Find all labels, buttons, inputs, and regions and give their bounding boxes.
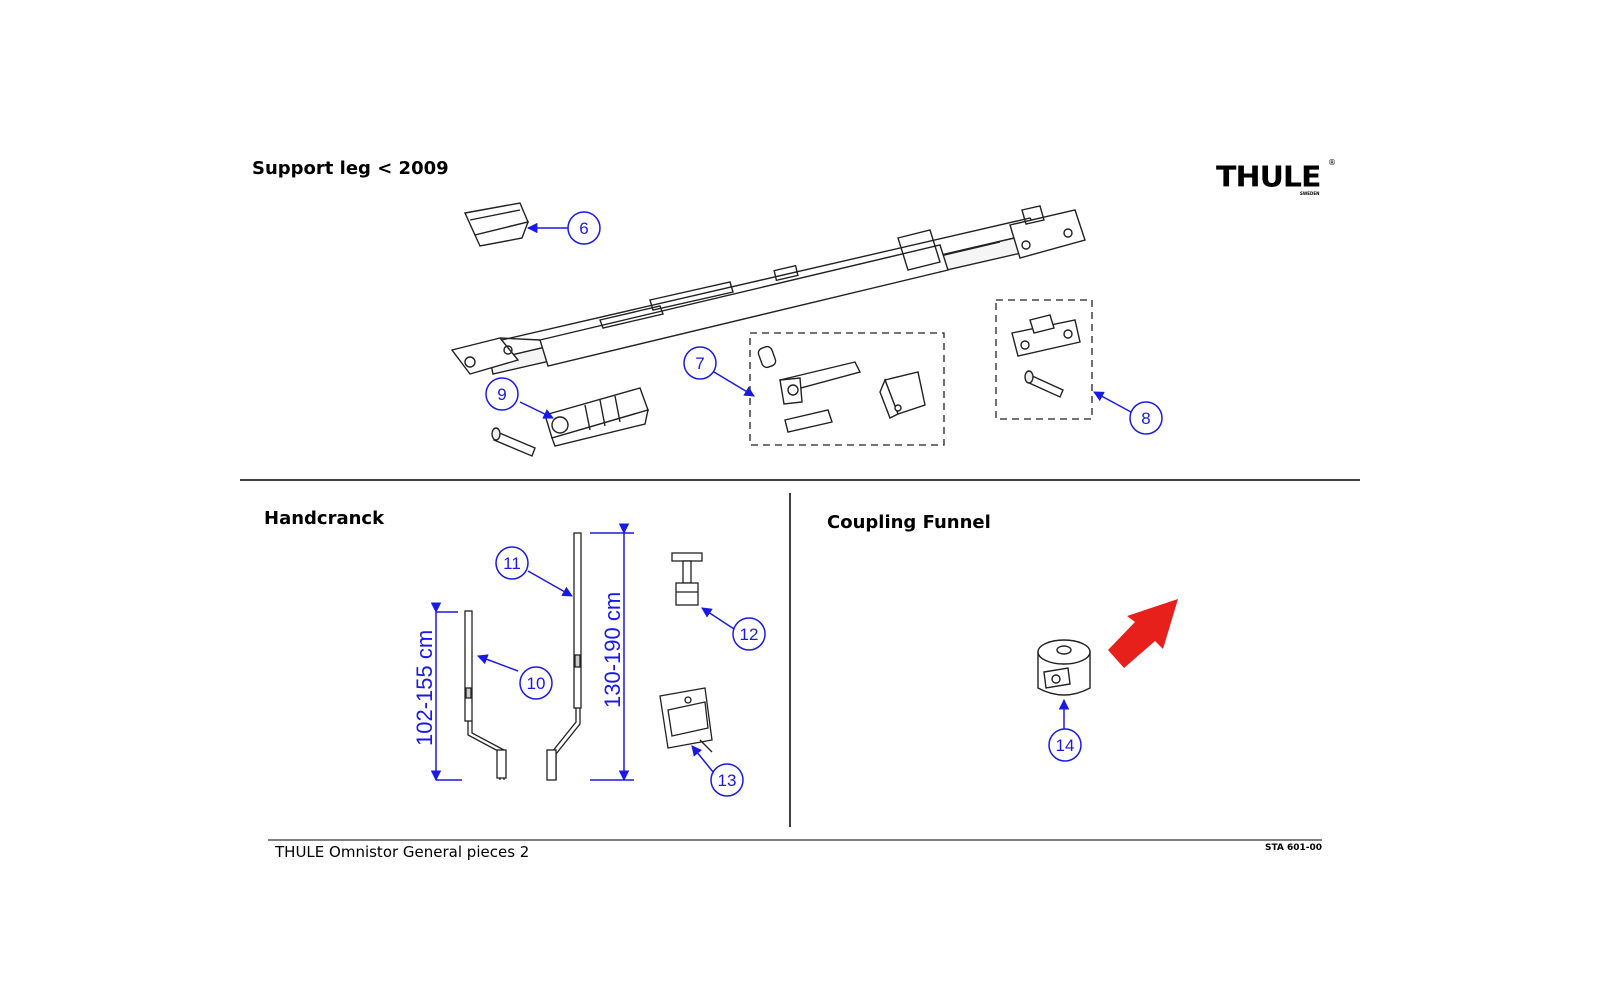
support-leg-title: Support leg < 2009	[252, 158, 449, 179]
part-14-coupling-funnel	[1037, 639, 1091, 696]
part-8-bracket	[1011, 314, 1081, 398]
handcrank-title: Handcranck	[264, 508, 385, 529]
callout-14: 14	[1056, 736, 1075, 755]
dimension-short-crank: 102-155 cm	[412, 630, 437, 746]
coupling-funnel-title: Coupling Funnel	[827, 512, 991, 533]
callout-9: 9	[497, 385, 506, 404]
part-6-end-cap	[463, 202, 530, 247]
part-12-crank-adapter	[671, 552, 703, 606]
support-leg-drawing	[450, 205, 1086, 375]
callout-13: 13	[718, 771, 737, 790]
part-10-short-crank	[464, 610, 507, 780]
callout-10: 10	[527, 674, 546, 693]
part-9-foot	[491, 387, 649, 457]
callout-circles	[485, 211, 1163, 797]
dimension-long-crank: 130-190 cm	[600, 592, 625, 708]
highlight-arrow	[1108, 599, 1178, 668]
callout-11: 11	[503, 554, 521, 573]
callout-8: 8	[1141, 409, 1150, 428]
dimension-lines	[430, 523, 634, 782]
registered-mark: ®	[1328, 158, 1336, 167]
callout-7: 7	[695, 354, 704, 373]
part-7-latch-parts	[757, 345, 926, 433]
part-8-group-box	[995, 299, 1093, 420]
callout-6: 6	[579, 219, 588, 238]
part-11-long-crank	[546, 532, 582, 781]
document-code: STA 601-00	[1265, 843, 1323, 853]
callout-12: 12	[740, 625, 759, 644]
thule-logo: THULE ® SWEDEN	[1216, 158, 1336, 200]
part-13-crank-holder	[659, 687, 713, 753]
footer-title: THULE Omnistor General pieces 2	[275, 843, 530, 861]
logo-subtext: SWEDEN	[1300, 191, 1320, 196]
callout-leaders	[477, 222, 1132, 773]
logo-wordmark: THULE	[1216, 160, 1322, 195]
